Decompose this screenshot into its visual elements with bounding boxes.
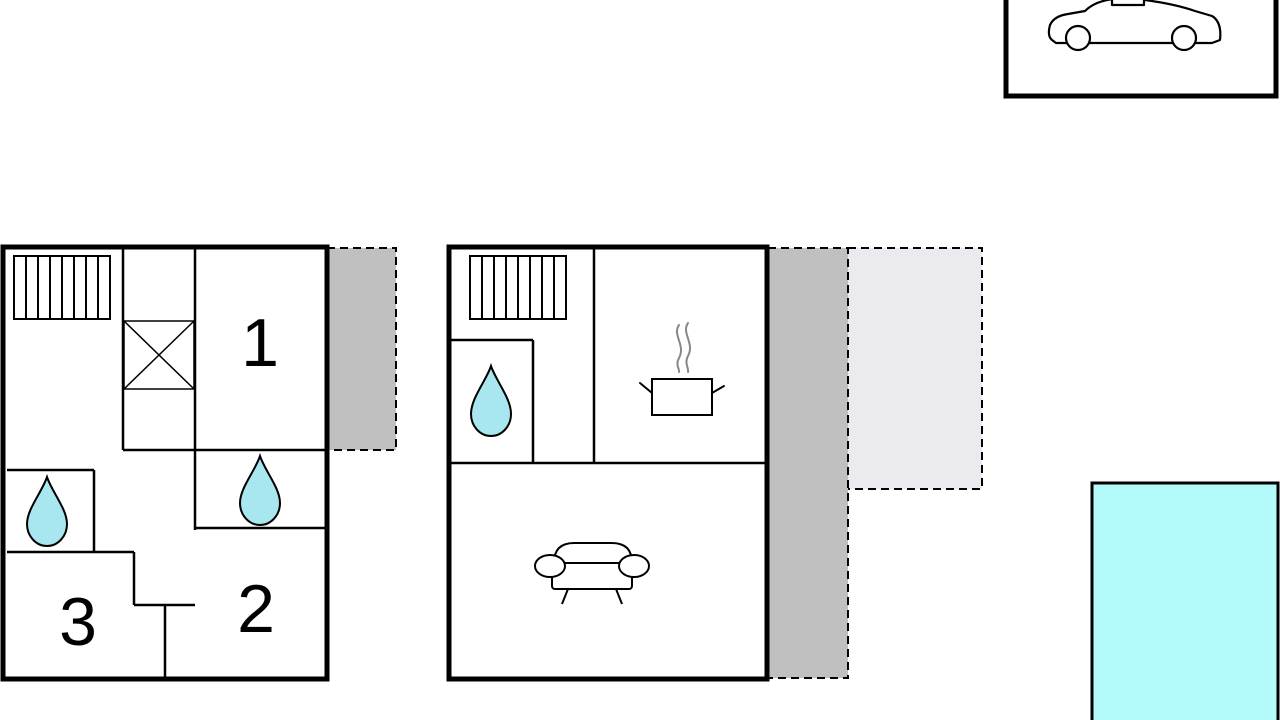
void-cross (123, 320, 195, 390)
pool-icon (1090, 481, 1280, 720)
sofa-icon (534, 542, 650, 605)
floor-plan-right (446, 244, 983, 682)
stairs-icon (469, 255, 567, 320)
water-drop-icon (238, 452, 282, 526)
floor-plan-left: 1 2 3 (0, 244, 397, 682)
stairs-icon (13, 255, 111, 320)
car-icon (1047, 0, 1222, 52)
room-number-3: 3 (59, 584, 97, 660)
terrace-left (327, 248, 396, 450)
water-drop-icon (469, 362, 513, 437)
terrace-dark (768, 248, 848, 678)
room-number-2: 2 (237, 571, 275, 647)
room-number-1: 1 (241, 305, 279, 381)
terrace-light (848, 248, 982, 489)
parking-area (1003, 0, 1279, 99)
water-drop-icon (25, 473, 69, 547)
cooking-pot-icon (639, 322, 725, 416)
